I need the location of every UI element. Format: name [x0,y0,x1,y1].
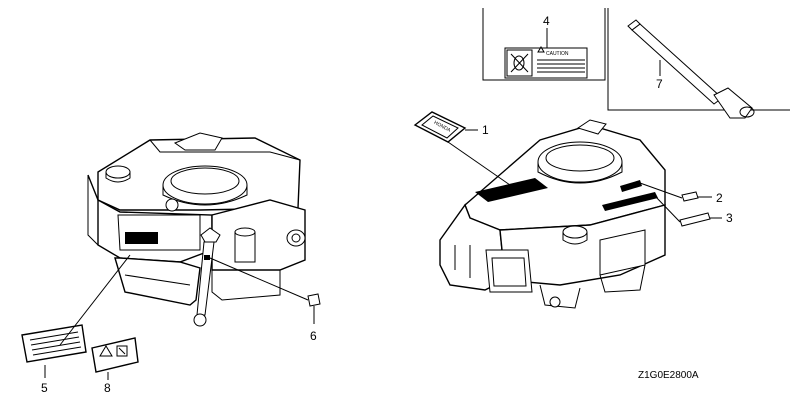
engine-label-2-mark [620,180,642,192]
callout-8: 8 [104,381,111,395]
callout-6: 6 [310,329,317,343]
engine-label-3-mark [602,192,658,211]
callout-4: 4 [543,14,550,28]
brand-label-part: HONDA 1 [413,111,511,186]
label-part-8: 8 [91,337,139,395]
engine-left-illustration [87,132,306,327]
wrench-box: 7 [607,8,790,119]
caution-label-box: CAUTION 4 [482,8,606,81]
label-part-5: 5 [21,254,131,395]
engine-label-1-mark [475,178,548,202]
callout-1: 1 [482,123,489,137]
callout-2: 2 [716,191,723,205]
caution-text: CAUTION [546,51,569,57]
label-part-6: 6 [209,257,321,343]
label-part-3 [679,212,711,227]
callout-7: 7 [656,77,663,91]
callout-5: 5 [41,381,48,395]
label-part-2 [681,191,699,202]
engine-label-5 [125,232,158,244]
engine-right-illustration [439,119,666,309]
drawing-code: Z1G0E2800A [638,370,699,381]
small-labels-2-3: 2 3 [639,182,733,227]
callout-3: 3 [726,211,733,225]
engine-label-6-mark [204,255,210,260]
